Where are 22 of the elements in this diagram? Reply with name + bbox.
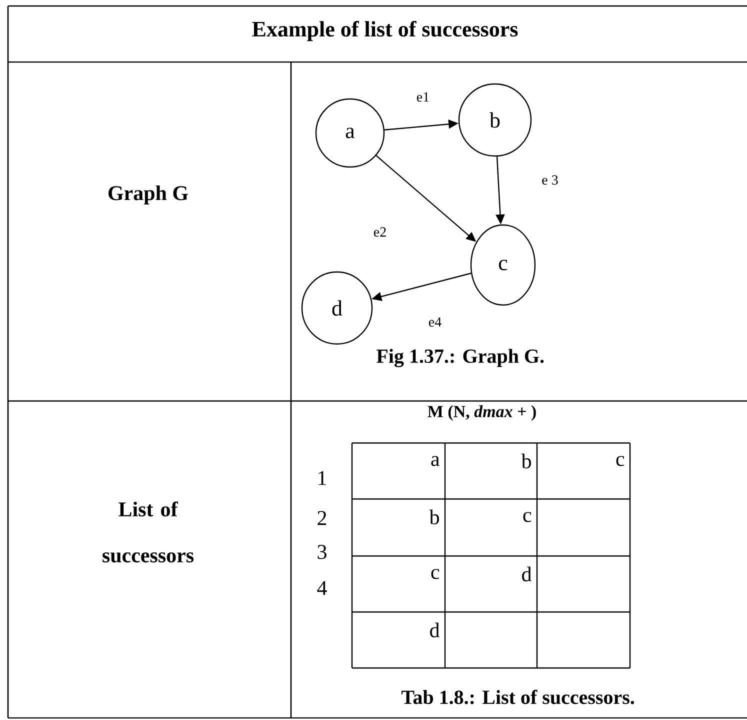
- cell-entry: c: [431, 568, 440, 580]
- row-number: 3: [318, 544, 326, 560]
- edge-label: e4: [427, 316, 443, 328]
- cell-entry: b: [521, 454, 531, 468]
- cell-entry: a: [431, 456, 440, 466]
- edge-label: e1: [415, 91, 431, 103]
- row-number: 4: [317, 581, 327, 595]
- row-heading: List of successors: [102, 501, 194, 562]
- cell-entry: d: [430, 622, 440, 638]
- cell-entry: b: [429, 510, 439, 524]
- cell-entry: d: [522, 566, 532, 582]
- row-number: 2: [318, 511, 326, 525]
- edge-label: e2: [372, 226, 388, 238]
- table-title: Example of list of successors: [252, 20, 518, 42]
- figure-caption: Fig 1.37.: Graph G.: [376, 348, 544, 368]
- figure-caption: Tab 1.8.: List of successors.: [402, 690, 634, 704]
- table-heading: M (N, dmax + ): [428, 405, 536, 421]
- row-heading: Graph G: [108, 185, 188, 205]
- edge-label: e 3: [540, 174, 560, 186]
- cell-entry: c: [523, 512, 532, 522]
- cell-entry: c: [616, 456, 624, 466]
- row-number: 1: [318, 471, 326, 485]
